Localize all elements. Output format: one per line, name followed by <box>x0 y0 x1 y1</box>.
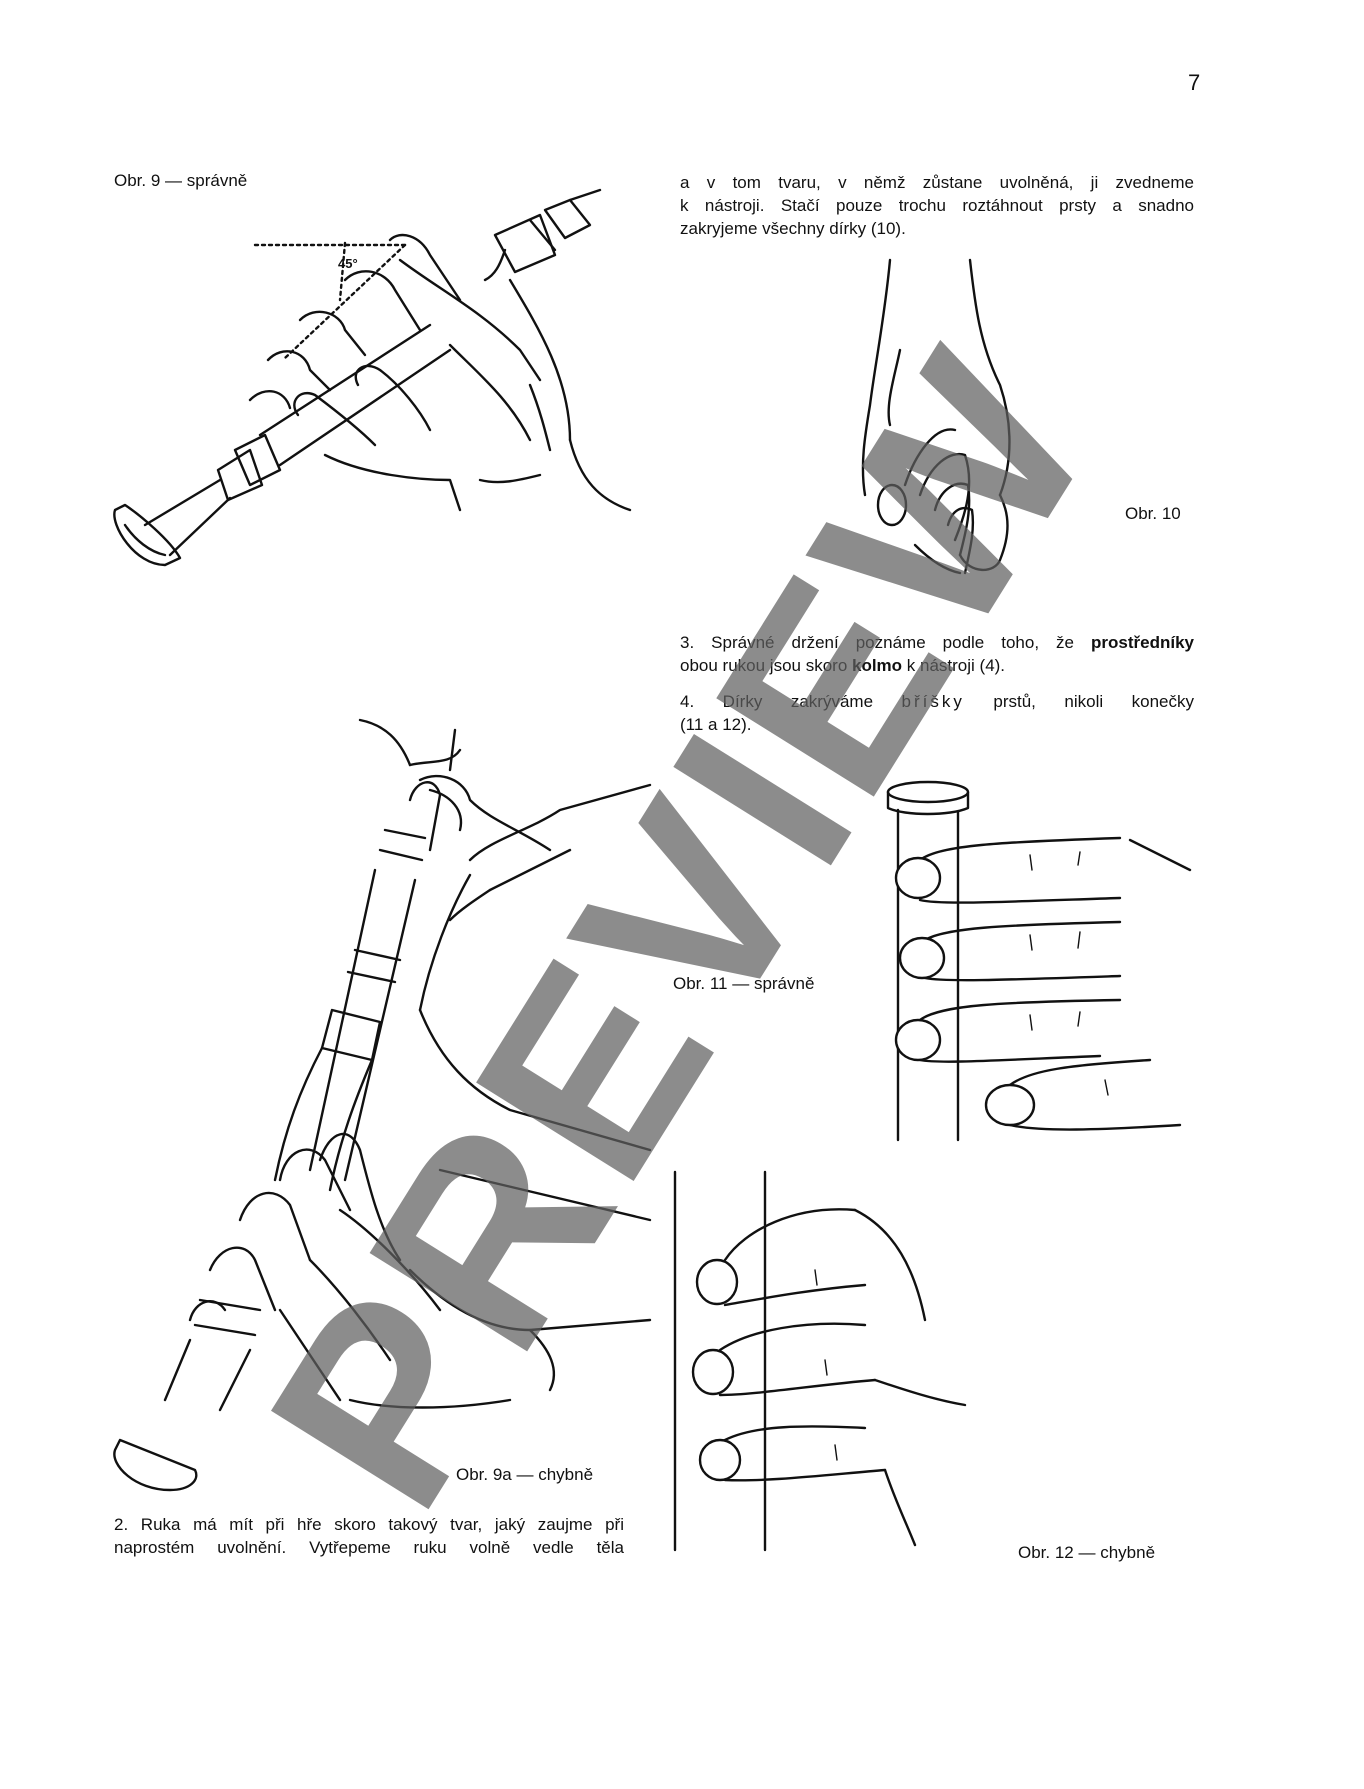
page-number: 7 <box>1188 70 1201 95</box>
text-run: k nástroji (4). <box>902 656 1006 675</box>
paragraph-line: a v tom tvaru, v němž zůstane uvolněná, … <box>680 173 1194 192</box>
emphasis-text: kolmo <box>852 656 903 675</box>
fig10-caption: Obr. 10 <box>1125 504 1181 523</box>
fig9a-caption: Obr. 9a — chybně <box>456 1465 594 1484</box>
fig9-caption: Obr. 9 — správně <box>114 171 248 190</box>
paragraph-line: k nástroji. Stačí pouze trochu roztáhnou… <box>680 196 1194 215</box>
paragraph-point-4: 4. Dírky zakrýváme bříšky prstů, nikoli … <box>680 690 1194 736</box>
text-run: prstů, nikoli konečky <box>964 692 1194 711</box>
angle-label: 45° <box>338 256 358 271</box>
fig12-caption: Obr. 12 — chybně <box>1018 1543 1156 1562</box>
fig9a-illustration <box>113 718 652 1492</box>
text-run: 3. Správné držení poznáme podle toho, že <box>680 633 1092 652</box>
fig9-illustration: 45° <box>113 188 632 567</box>
fig11-illustration <box>886 780 1192 1142</box>
paragraph-line: 4. Dírky zakrýváme bříšky prstů, nikoli … <box>680 690 1194 713</box>
paragraph-line: (11 a 12). <box>680 715 752 734</box>
text-run: 4. Dírky zakrýváme <box>680 692 902 711</box>
spaced-text: bříšky <box>901 692 965 711</box>
paragraph-line: zakryjeme všechny dírky (10). <box>680 219 906 238</box>
paragraph-line: 3. Správné držení poznáme podle toho, že… <box>680 631 1194 654</box>
fig10-illustration <box>861 258 1011 575</box>
paragraph-line: naprostém uvolnění. Vytřepeme ruku volně… <box>114 1538 624 1557</box>
paragraph-line: obou rukou jsou skoro kolmo k nástroji (… <box>680 654 1194 677</box>
emphasis-text: prostředníky <box>1091 633 1194 652</box>
paragraph-point-3: 3. Správné držení poznáme podle toho, že… <box>680 631 1194 677</box>
fig11-caption: Obr. 11 — správně <box>673 974 815 993</box>
fig12-illustration <box>673 1170 967 1552</box>
paragraph-intro: a v tom tvaru, v němž zůstane uvolněná, … <box>680 171 1194 240</box>
text-run: obou rukou jsou skoro <box>680 656 852 675</box>
paragraph-line: 2. Ruka má mít při hře skoro takový tvar… <box>114 1515 624 1534</box>
paragraph-point-2: 2. Ruka má mít při hře skoro takový tvar… <box>114 1513 624 1559</box>
